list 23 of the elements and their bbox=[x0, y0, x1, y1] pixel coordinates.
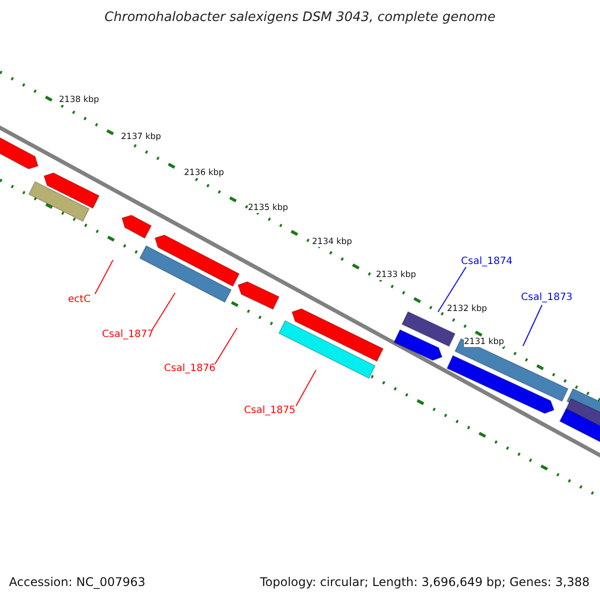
scale-label: 2131 kbp bbox=[464, 337, 504, 347]
footer-text: Accession: NC_007963 bbox=[9, 575, 146, 589]
scale-label: 2133 kbp bbox=[376, 270, 416, 280]
scale-label: 2136 kbp bbox=[184, 168, 224, 178]
gene-label: Csal_1874 bbox=[461, 256, 513, 267]
leader-line bbox=[94, 260, 114, 294]
gene-label: Csal_1875 bbox=[244, 405, 296, 416]
gene-label: Csal_1876 bbox=[164, 363, 216, 374]
leader-line bbox=[296, 370, 316, 406]
gene-label: ectC bbox=[68, 294, 91, 305]
gene-label: Csal_1877 bbox=[102, 329, 154, 340]
gene-label: Csal_1873 bbox=[521, 292, 573, 303]
leader-line bbox=[438, 266, 466, 312]
scale-label: 2132 kbp bbox=[447, 304, 488, 314]
leader-line bbox=[152, 292, 176, 330]
scale-label: 2134 kbp bbox=[312, 237, 352, 247]
footer-text: Topology: circular; Length: 3,696,649 bp; Genes: 3,388 bbox=[260, 575, 590, 589]
leader-line bbox=[214, 328, 238, 364]
scale-label: 2135 kbp bbox=[248, 203, 288, 213]
leader-line bbox=[522, 304, 542, 346]
title: Chromohalobacter salexigens DSM 3043, complete genome bbox=[104, 10, 496, 25]
scale-label: 2138 kbp bbox=[59, 95, 100, 105]
scale-label: 2137 kbp bbox=[121, 132, 162, 142]
